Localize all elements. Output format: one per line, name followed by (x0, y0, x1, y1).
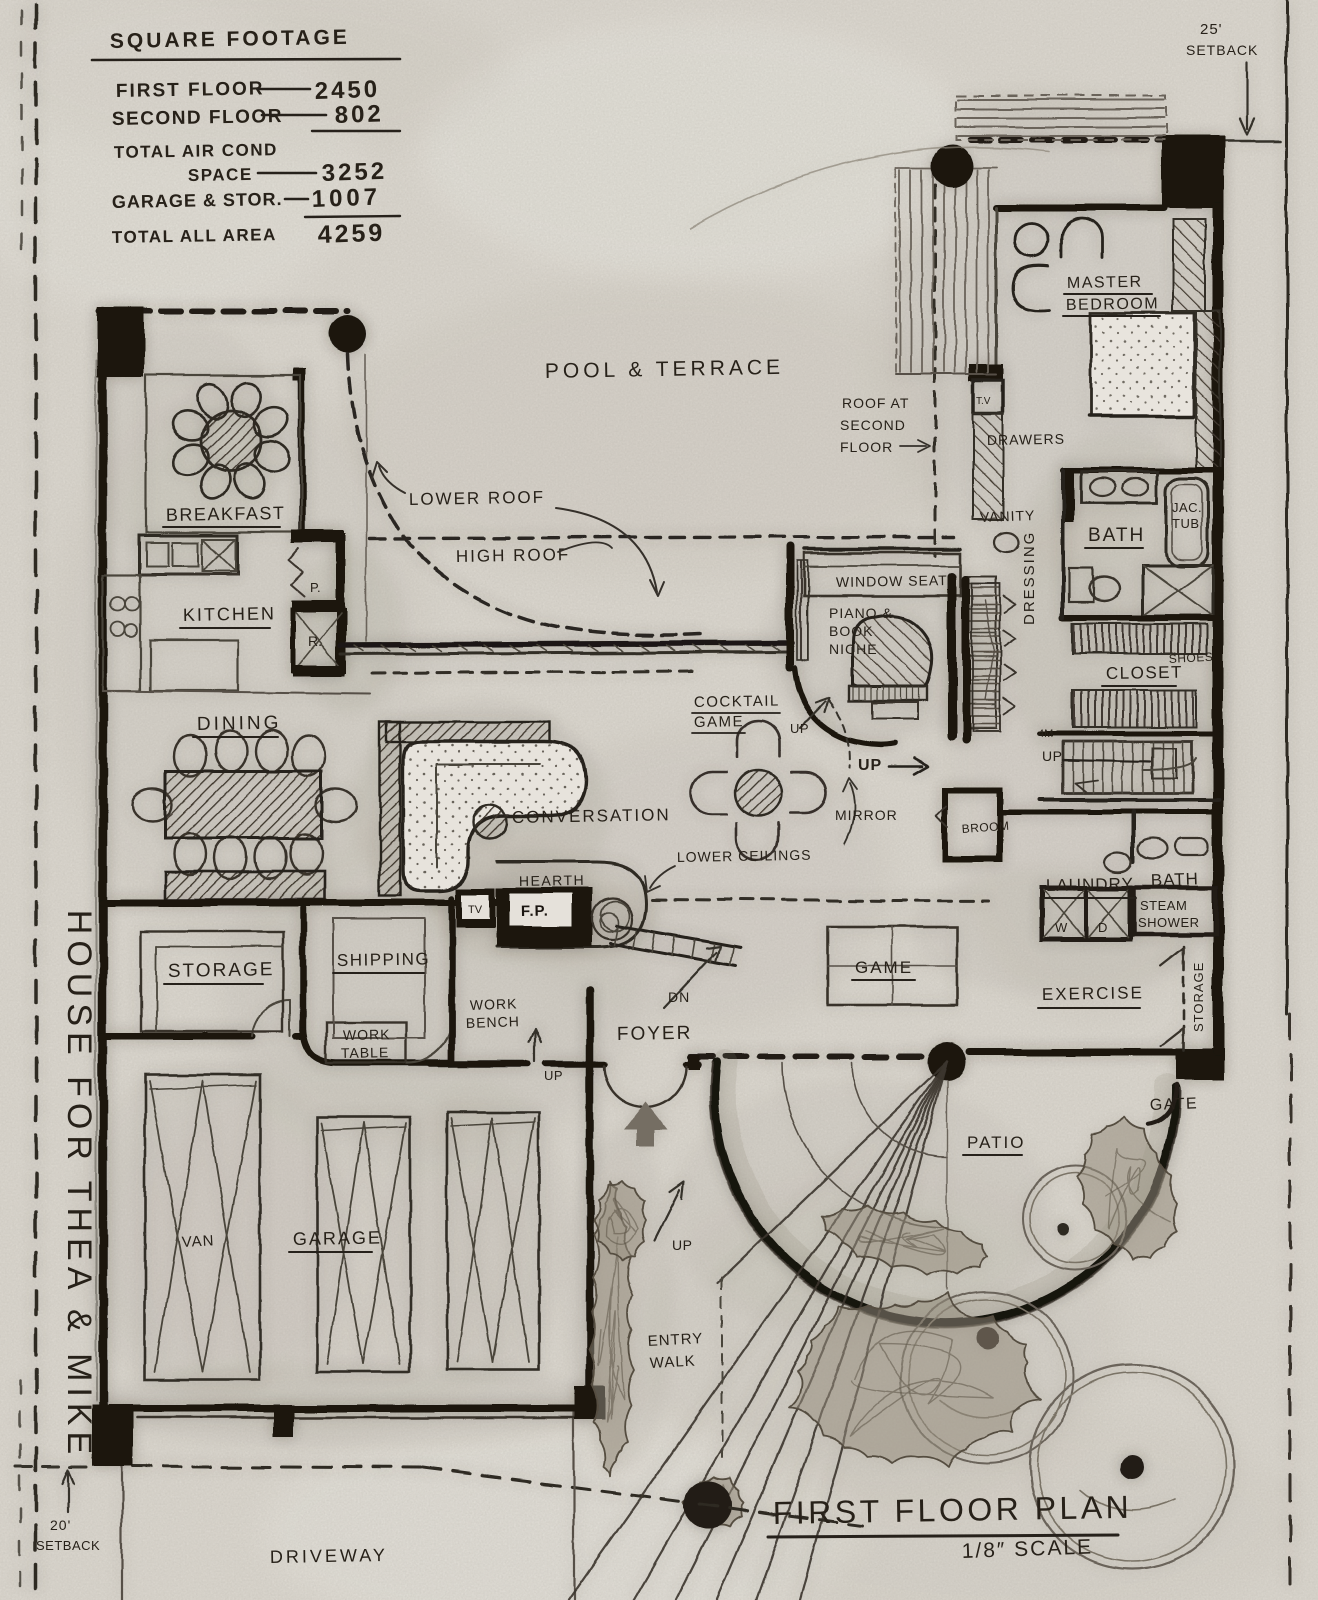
svg-text:WORK: WORK (470, 995, 518, 1013)
svg-text:UP: UP (672, 1237, 692, 1253)
svg-text:JAC.: JAC. (1172, 500, 1202, 515)
svg-text:D: D (1098, 920, 1107, 935)
svg-text:ROOF AT: ROOF AT (842, 395, 909, 411)
svg-text:4259: 4259 (317, 219, 386, 249)
svg-text:DINING: DINING (197, 713, 282, 735)
svg-text:FIRST FLOOR PLAN: FIRST FLOOR PLAN (772, 1489, 1132, 1531)
svg-text:CLOSET: CLOSET (1106, 663, 1183, 683)
svg-text:GAME: GAME (855, 958, 913, 977)
svg-text:TABLE: TABLE (341, 1044, 390, 1061)
svg-text:3252: 3252 (321, 158, 387, 187)
svg-text:TOTAL AIR COND: TOTAL AIR COND (114, 140, 278, 162)
svg-text:STORAGE: STORAGE (168, 959, 275, 982)
svg-text:20': 20' (50, 1517, 71, 1533)
svg-text:SETBACK: SETBACK (36, 1538, 100, 1553)
svg-text:SECOND: SECOND (840, 417, 906, 433)
svg-text:MASTER: MASTER (1067, 274, 1143, 292)
svg-text:BEDROOM: BEDROOM (1066, 295, 1159, 314)
svg-text:DN: DN (668, 989, 690, 1005)
svg-text:R.: R. (308, 633, 322, 649)
svg-text:SHIPPING: SHIPPING (337, 949, 431, 970)
svg-text:4M: 4M (1038, 728, 1053, 740)
svg-text:POOL & TERRACE: POOL & TERRACE (545, 356, 785, 383)
svg-text:BREAKFAST: BREAKFAST (166, 503, 286, 525)
svg-text:WORK: WORK (343, 1026, 391, 1043)
svg-text:DRAWERS: DRAWERS (987, 431, 1065, 448)
svg-text:VANITY: VANITY (980, 507, 1036, 525)
svg-text:DRESSING: DRESSING (1021, 531, 1038, 625)
svg-text:LAUNDRY: LAUNDRY (1046, 874, 1134, 895)
svg-text:BATH: BATH (1088, 525, 1145, 546)
svg-text:PATIO: PATIO (967, 1133, 1026, 1152)
svg-text:EXERCISE: EXERCISE (1042, 983, 1144, 1004)
svg-text:DRIVEWAY: DRIVEWAY (270, 1545, 388, 1567)
svg-text:TUB: TUB (1172, 516, 1200, 531)
svg-text:KITCHEN: KITCHEN (183, 603, 276, 625)
svg-text:FLOOR: FLOOR (840, 439, 893, 455)
svg-text:SETBACK: SETBACK (1186, 42, 1258, 58)
svg-text:TOTAL ALL AREA: TOTAL ALL AREA (112, 225, 277, 247)
svg-text:GATE: GATE (1150, 1095, 1199, 1114)
svg-text:GARAGE & STOR.: GARAGE & STOR. (112, 189, 283, 212)
svg-text:SHOWER: SHOWER (1138, 915, 1200, 930)
svg-text:ENTRY: ENTRY (647, 1330, 703, 1350)
svg-text:FIRST FLOOR: FIRST FLOOR (116, 78, 265, 102)
svg-text:VAN: VAN (181, 1232, 215, 1251)
svg-text:2450: 2450 (314, 76, 380, 105)
svg-text:GARAGE: GARAGE (293, 1227, 382, 1249)
svg-text:SECOND FLOOR: SECOND FLOOR (112, 106, 283, 130)
svg-text:LOWER CEILINGS: LOWER CEILINGS (677, 847, 812, 865)
svg-text:WALK: WALK (649, 1353, 696, 1372)
svg-text:BOOK: BOOK (829, 623, 873, 639)
svg-text:UP: UP (1042, 748, 1062, 764)
svg-text:UP: UP (544, 1068, 563, 1083)
svg-text:NICHE: NICHE (829, 641, 878, 657)
svg-text:SPACE: SPACE (188, 165, 253, 185)
svg-text:BENCH: BENCH (466, 1013, 521, 1031)
svg-text:F.P.: F.P. (521, 903, 549, 920)
svg-text:W: W (1055, 920, 1068, 935)
svg-text:FOYER: FOYER (617, 1023, 693, 1045)
svg-text:HIGH ROOF: HIGH ROOF (456, 545, 571, 566)
svg-text:HEARTH: HEARTH (519, 872, 586, 889)
svg-text:BATH: BATH (1150, 869, 1199, 890)
svg-text:STORAGE: STORAGE (1191, 962, 1206, 1032)
svg-text:P.: P. (310, 580, 321, 595)
svg-text:CONVERSATION: CONVERSATION (512, 805, 671, 827)
svg-text:UP: UP (790, 721, 809, 736)
svg-text:WINDOW SEAT: WINDOW SEAT (836, 572, 948, 590)
svg-text:TV: TV (468, 904, 483, 916)
svg-text:1/8″ SCALE: 1/8″ SCALE (961, 1535, 1093, 1563)
svg-text:UP: UP (858, 757, 882, 774)
svg-text:802: 802 (334, 100, 384, 129)
svg-text:STEAM: STEAM (1140, 898, 1187, 913)
svg-text:LOWER ROOF: LOWER ROOF (409, 488, 545, 509)
svg-text:BROOM: BROOM (961, 819, 1010, 836)
svg-text:25': 25' (1200, 21, 1223, 38)
svg-text:MIRROR: MIRROR (835, 807, 898, 823)
svg-text:1007: 1007 (311, 184, 381, 213)
svg-text:PIANO &: PIANO & (829, 605, 893, 621)
svg-text:T.V: T.V (976, 396, 991, 407)
svg-text:HOUSE FOR THEA & MIKE: HOUSE FOR THEA & MIKE (60, 910, 98, 1460)
svg-text:SQUARE FOOTAGE: SQUARE FOOTAGE (110, 26, 350, 53)
svg-text:GAME: GAME (694, 713, 744, 731)
svg-text:SHOES: SHOES (1168, 650, 1213, 666)
svg-text:COCKTAIL: COCKTAIL (694, 693, 780, 711)
